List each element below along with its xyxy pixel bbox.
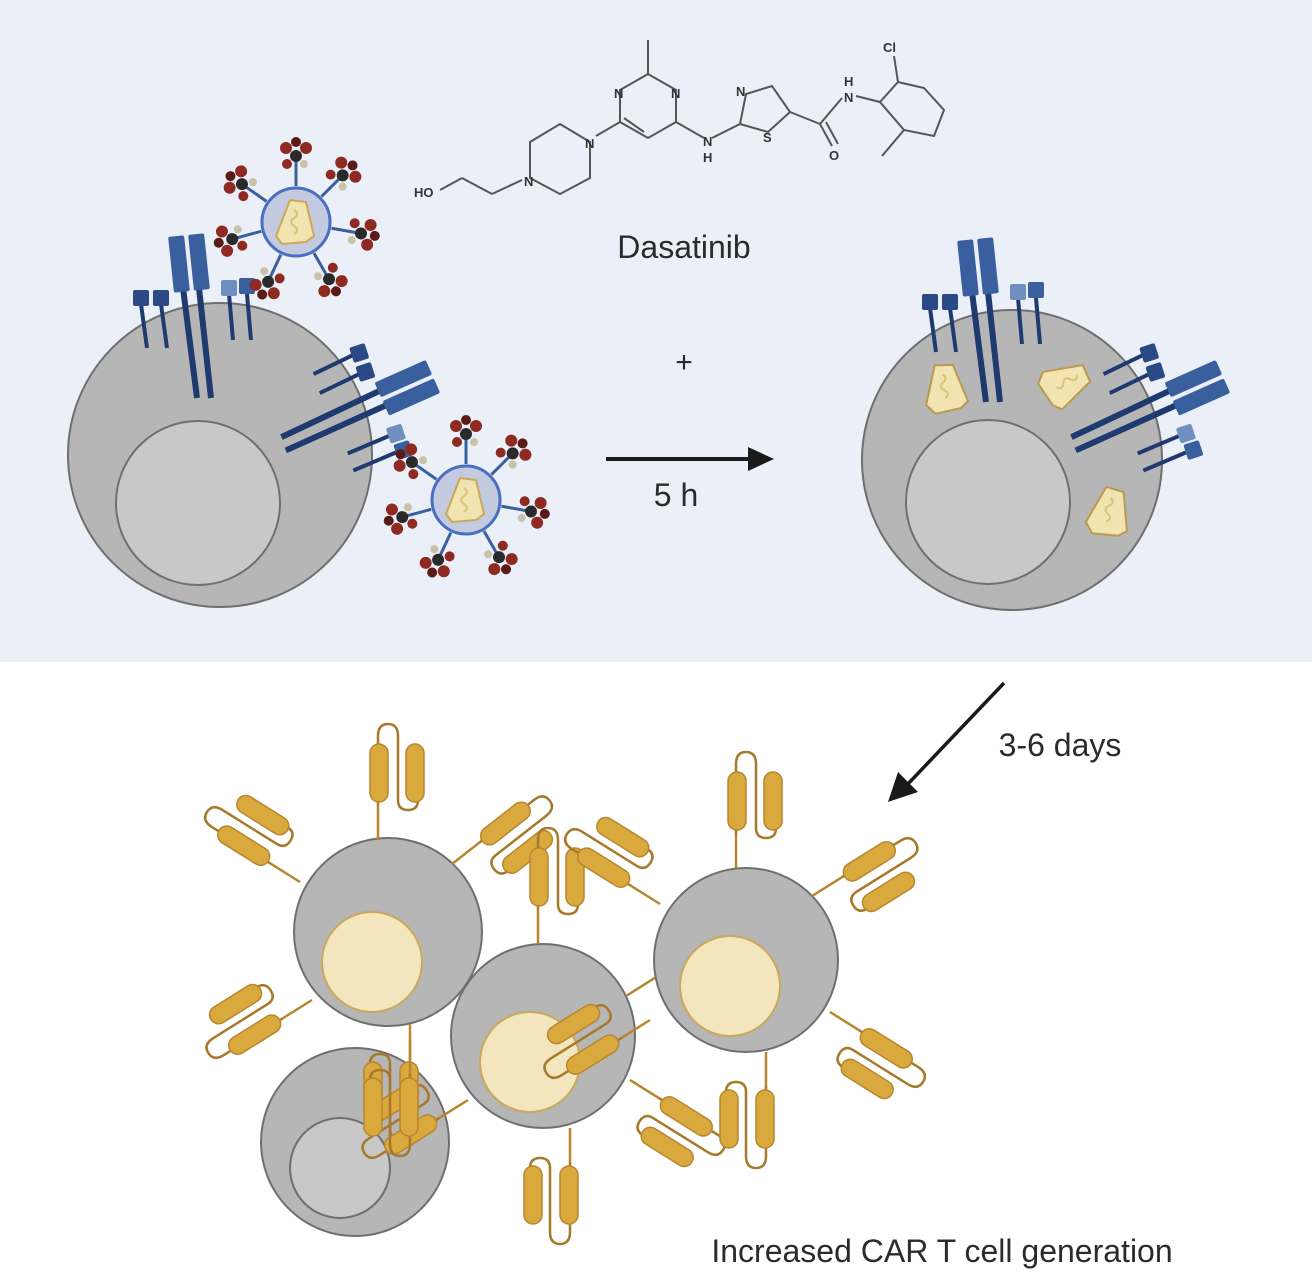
plus-sign: +	[675, 346, 693, 379]
atom-label: N	[703, 134, 712, 149]
step1-duration-label: 5 h	[654, 477, 698, 513]
atom-label: N	[844, 90, 853, 105]
atom-label: N	[585, 136, 594, 151]
atom-label: S	[763, 130, 772, 145]
atom-label: N	[524, 174, 533, 189]
arrow-5h	[606, 447, 774, 471]
t-cell-after-transduction	[861, 237, 1246, 611]
car-t-cell	[188, 722, 576, 1142]
dasatinib-structure	[439, 40, 946, 196]
step2-duration-label: 3-6 days	[999, 727, 1122, 763]
atom-label: H	[844, 74, 853, 89]
atom-label: HO	[414, 185, 434, 200]
dasatinib-atom-labels: HO N N N N N H N S O N H Cl	[414, 40, 896, 200]
atom-label: N	[736, 84, 745, 99]
untransduced-t-cell	[260, 1047, 450, 1237]
atom-label: Cl	[883, 40, 896, 55]
atom-label: N	[671, 86, 680, 101]
t-cell-before-transduction	[67, 233, 456, 608]
arrow-3-6-days	[888, 681, 1006, 802]
atom-label: O	[829, 148, 839, 163]
car-t-cell-cluster	[188, 722, 936, 1246]
drug-name-label: Dasatinib	[617, 229, 750, 265]
atom-label: H	[703, 150, 712, 165]
outcome-caption: Increased CAR T cell generation	[711, 1233, 1172, 1269]
car-t-cell	[526, 750, 936, 1170]
atom-label: N	[614, 86, 623, 101]
